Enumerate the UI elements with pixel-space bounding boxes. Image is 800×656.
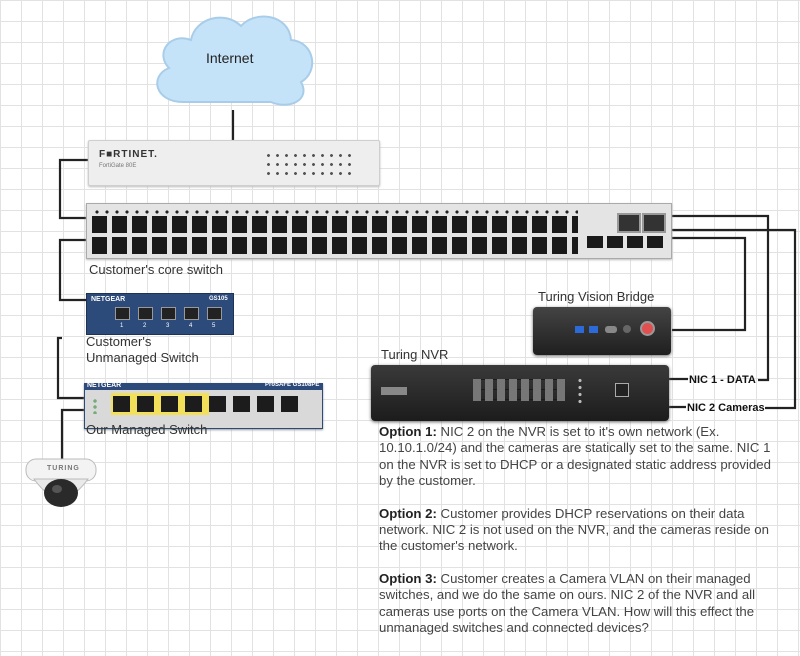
unmanaged-model: GS105 xyxy=(209,296,228,302)
unmanaged-brand: NETGEAR xyxy=(91,296,126,303)
core-uplink-port-2 xyxy=(642,213,666,233)
port-num-2: 2 xyxy=(143,323,147,329)
nic2-label: NIC 2 Cameras xyxy=(687,402,765,414)
camera-brand: TURING xyxy=(47,465,80,472)
firewall-ports xyxy=(264,151,352,177)
firewall-model: FortiGate 80E xyxy=(99,163,137,169)
option-1-title: Option 1: xyxy=(379,424,437,439)
port-num-1: 1 xyxy=(120,323,124,329)
option-2-title: Option 2: xyxy=(379,505,437,521)
core-switch-label: Customer's core switch xyxy=(89,262,223,277)
dome-camera-icon xyxy=(25,458,97,507)
managed-model: ProSAFE GS108PE xyxy=(265,382,320,388)
managed-brand: NETGEAR xyxy=(87,382,122,389)
option-3-text: Customer creates a Camera VLAN on their … xyxy=(379,570,756,636)
firewall-brand: F■RTINET. xyxy=(99,149,158,160)
managed-switch-ports xyxy=(113,396,303,412)
core-sfp-ports xyxy=(587,236,667,248)
option-1: Option 1: NIC 2 on the NVR is set to it'… xyxy=(379,424,774,490)
vision-bridge-device xyxy=(533,307,671,355)
nvr-label: Turing NVR xyxy=(381,347,449,362)
port-num-4: 4 xyxy=(189,323,193,329)
internet-cloud-icon xyxy=(156,15,314,106)
bridge-label: Turing Vision Bridge xyxy=(538,289,655,304)
power-button-icon xyxy=(640,321,655,336)
core-switch-leds xyxy=(92,208,578,216)
options-notes: Option 1: NIC 2 on the NVR is set to it'… xyxy=(379,424,774,652)
unmanaged-switch: NETGEAR GS105 1 2 3 4 5 xyxy=(86,293,234,335)
option-3-title: Option 3: xyxy=(379,570,437,586)
option-3: Option 3: Customer creates a Camera VLAN… xyxy=(379,571,774,637)
internet-label: Internet xyxy=(206,50,254,66)
core-switch xyxy=(86,203,672,259)
nvr-device xyxy=(371,365,669,421)
fortinet-firewall: F■RTINET. FortiGate 80E xyxy=(88,140,380,186)
unmanaged-label-line2: Unmanaged Switch xyxy=(86,350,199,365)
nvr-buttons xyxy=(473,379,565,401)
port-num-5: 5 xyxy=(212,323,216,329)
option-1-text: NIC 2 on the NVR is set to it's own netw… xyxy=(379,424,771,489)
option-2-text: Customer provides DHCP reservations on t… xyxy=(379,505,769,554)
nic1-label: NIC 1 - DATA xyxy=(689,374,756,386)
option-2: Option 2: Customer provides DHCP reserva… xyxy=(379,506,774,555)
managed-switch: NETGEAR ProSAFE GS108PE xyxy=(84,382,323,429)
unmanaged-label-line1: Customer's xyxy=(86,334,152,349)
managed-switch-label: Our Managed Switch xyxy=(86,422,208,437)
core-uplink-port-1 xyxy=(617,213,641,233)
port-num-3: 3 xyxy=(166,323,170,329)
